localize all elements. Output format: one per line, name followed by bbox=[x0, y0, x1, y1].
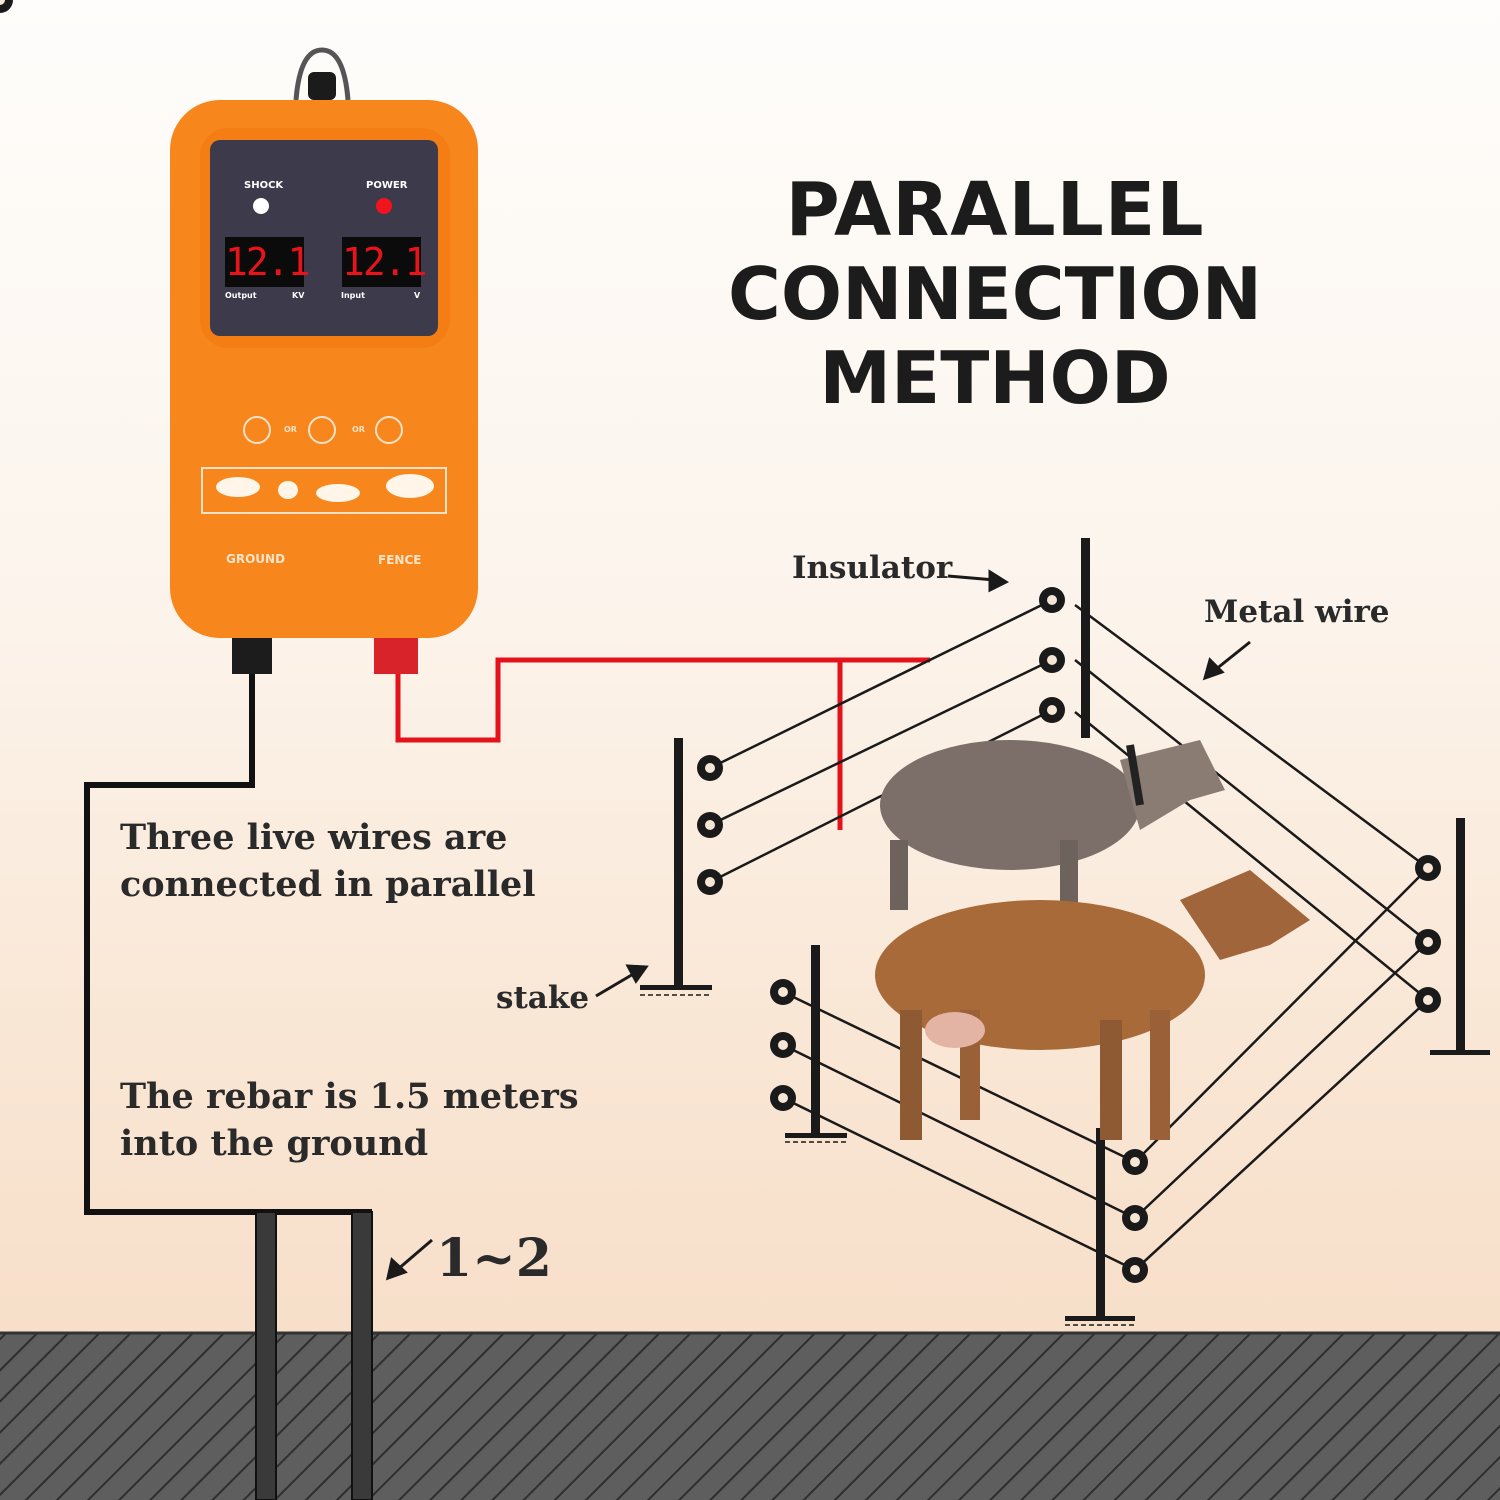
ground-wire bbox=[84, 670, 372, 1215]
title-line-1: PARALLEL bbox=[785, 167, 1205, 253]
fence-terminal-label: FENCE bbox=[378, 553, 422, 567]
parallel-note-line-1: Three live wires are bbox=[120, 817, 508, 858]
fence-energizer bbox=[170, 47, 478, 674]
title-line-2: CONNECTION METHOD bbox=[728, 252, 1262, 420]
output-display: 12.1 bbox=[225, 237, 311, 287]
arrows bbox=[385, 569, 1251, 1281]
output-label: Output bbox=[225, 291, 257, 300]
insulator-label: Insulator bbox=[792, 550, 953, 586]
rebar-1 bbox=[255, 1211, 277, 1500]
rebar-2 bbox=[351, 1211, 373, 1500]
grey-cow-image bbox=[880, 740, 1225, 910]
metal-wire-label: Metal wire bbox=[1204, 594, 1390, 630]
rebar-note: The rebar is 1.5 meters into the ground bbox=[120, 1073, 579, 1167]
page-title: PARALLEL CONNECTION METHOD bbox=[560, 168, 1430, 420]
rebar-note-line-1: The rebar is 1.5 meters bbox=[120, 1076, 579, 1117]
shock-label: SHOCK bbox=[244, 180, 284, 191]
parallel-note-line-2: connected in parallel bbox=[120, 864, 536, 905]
input-unit: V bbox=[414, 291, 421, 300]
ground-soil bbox=[0, 1332, 1500, 1500]
power-label: POWER bbox=[366, 180, 408, 191]
brown-cow-image bbox=[875, 870, 1310, 1140]
live-wire bbox=[395, 657, 930, 830]
insulators bbox=[0, 0, 1441, 1283]
parallel-note: Three live wires are connected in parall… bbox=[120, 814, 536, 908]
input-label: Input bbox=[341, 291, 365, 300]
stake-label: stake bbox=[496, 980, 590, 1016]
or-label-2: OR bbox=[352, 425, 365, 434]
rebar-count-label: 1~2 bbox=[436, 1228, 552, 1289]
ground-terminal-label: GROUND bbox=[226, 552, 286, 566]
fence-posts bbox=[640, 538, 1490, 1321]
output-unit: KV bbox=[292, 291, 305, 300]
input-display: 12.1 bbox=[342, 237, 428, 287]
rebar-note-line-2: into the ground bbox=[120, 1123, 429, 1164]
or-label-1: OR bbox=[284, 425, 297, 434]
